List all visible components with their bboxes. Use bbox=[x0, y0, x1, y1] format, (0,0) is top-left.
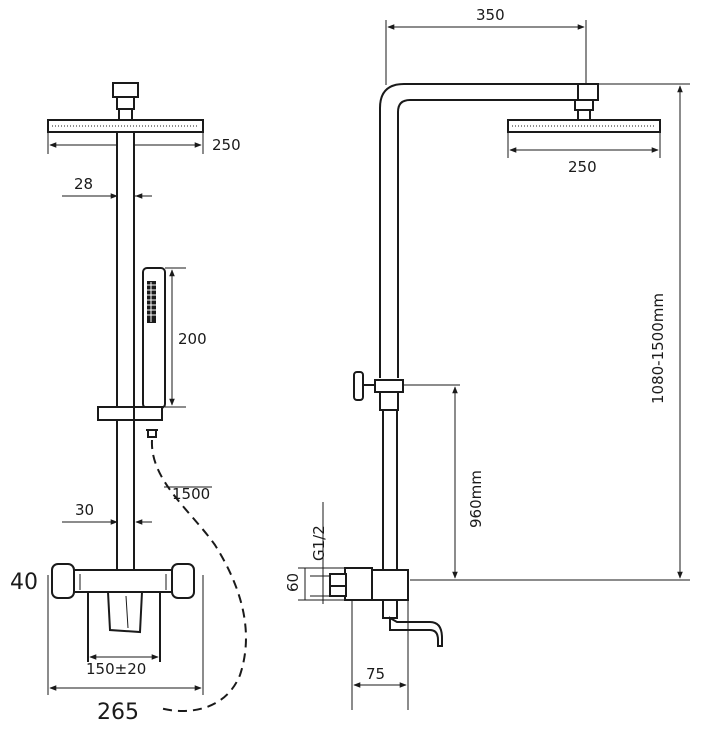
front-spout bbox=[106, 591, 144, 634]
front-slider-holder bbox=[97, 406, 163, 421]
front-pipe-dim-label: 28 bbox=[74, 175, 93, 193]
side-wall-depth-label: 75 bbox=[366, 665, 385, 683]
side-thread-label: G1/2 bbox=[310, 525, 328, 561]
side-head-width-label: 250 bbox=[568, 158, 597, 176]
front-shower-head bbox=[47, 119, 204, 133]
front-top-nut bbox=[112, 82, 139, 98]
side-pipe-inner bbox=[397, 99, 578, 378]
side-slider-knob bbox=[353, 371, 364, 401]
side-height-range-label: 1080-1500mm bbox=[649, 293, 667, 404]
side-arm-nut bbox=[577, 83, 599, 101]
side-spout-neck bbox=[382, 599, 398, 619]
front-mixer-body bbox=[67, 569, 179, 593]
side-slider-height-label: 960mm bbox=[467, 470, 485, 528]
side-head-neck bbox=[577, 109, 591, 121]
front-hose-connector bbox=[146, 429, 158, 438]
side-slider-clamp bbox=[374, 379, 404, 393]
front-view: 250 28 200 1500 30 bbox=[10, 82, 247, 725]
front-top-nut-base bbox=[116, 96, 135, 110]
side-view: 350 250 1080-1500mm 960mm bbox=[284, 6, 690, 710]
front-lower-pipe-dim-label: 30 bbox=[75, 501, 94, 519]
side-lower-coupler bbox=[379, 391, 399, 411]
front-riser-pipe bbox=[116, 131, 135, 573]
side-pipe-outer bbox=[379, 83, 598, 378]
front-right-handle bbox=[171, 563, 195, 599]
front-hose-line bbox=[150, 439, 247, 713]
side-mixer-wall-plate bbox=[344, 567, 373, 601]
front-center-dim-label: 150±20 bbox=[86, 660, 146, 678]
front-hose-dim-label: 1500 bbox=[172, 485, 210, 503]
front-head-neck bbox=[118, 108, 133, 121]
front-handset-dim-label: 200 bbox=[178, 330, 207, 348]
side-arm-reach-label: 350 bbox=[476, 6, 505, 24]
side-valve-height-label: 60 bbox=[284, 573, 302, 592]
front-left-handle bbox=[51, 563, 75, 599]
side-head-ball bbox=[574, 99, 594, 111]
side-mixer-body bbox=[371, 569, 409, 601]
side-lower-pipe bbox=[382, 409, 398, 571]
front-total-width-label: 265 bbox=[97, 700, 139, 725]
front-valve-height-label: 40 bbox=[10, 570, 38, 595]
front-head-width-label: 250 bbox=[212, 136, 241, 154]
side-spout bbox=[389, 616, 443, 647]
